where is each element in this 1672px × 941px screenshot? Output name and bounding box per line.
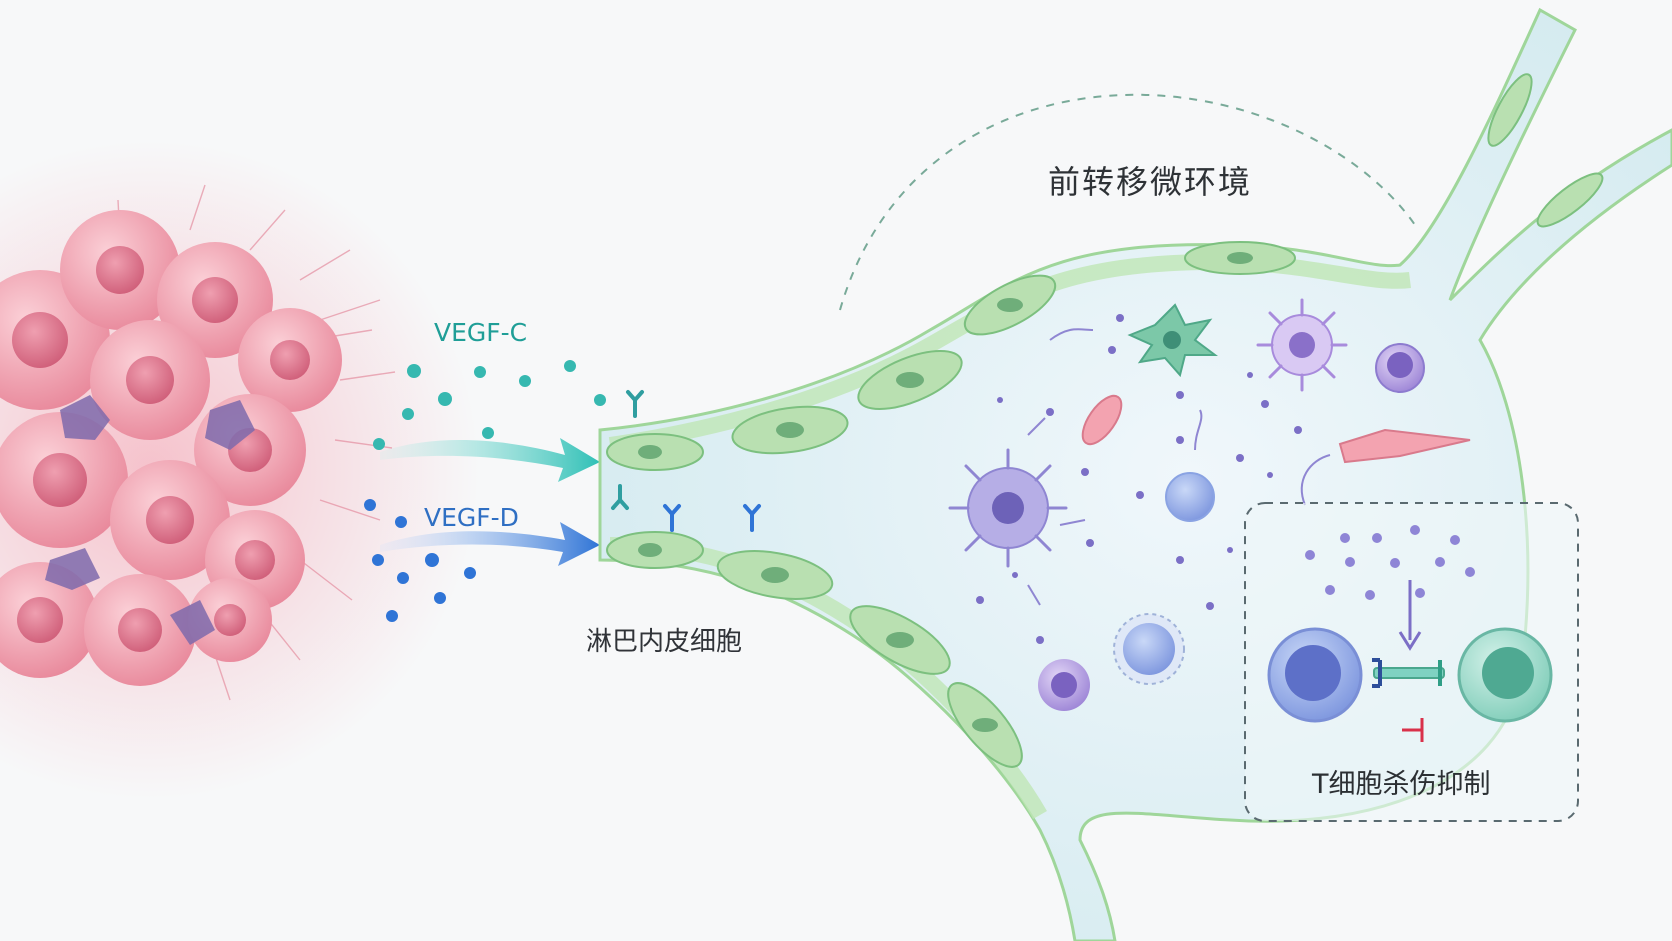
vegf-d-label: VEGF-D: [424, 503, 519, 532]
vegf-d-arrow: [380, 522, 600, 566]
pre-metastatic-niche-title: 前转移微环境: [1048, 163, 1253, 201]
vegf-c-arrow: [380, 438, 600, 482]
t-cell-inset: [1244, 502, 1579, 822]
niche-immune-cells: [948, 298, 1471, 711]
t-cell-inhibition-label: T细胞杀伤抑制: [1312, 769, 1491, 800]
tumor-cluster: [0, 184, 396, 701]
inhibition-symbol: [1402, 718, 1424, 742]
lymphatic-endothelial-cells-label: 淋巴内皮细胞: [586, 627, 743, 657]
vegf-c-label: VEGF-C: [434, 318, 528, 347]
